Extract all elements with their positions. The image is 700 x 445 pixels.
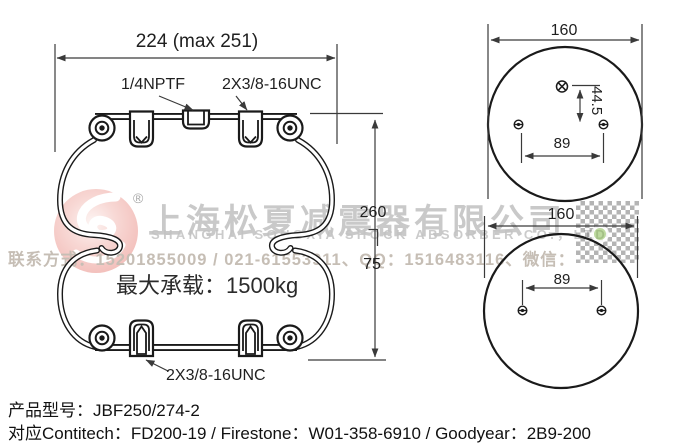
registered-mark: ® (133, 190, 144, 206)
upper-view-diameter-label: 160 (550, 22, 578, 39)
upper-view-offset-label: 44.5 (588, 86, 605, 116)
bellows-outline (56, 137, 336, 350)
upper-view-outline (486, 45, 644, 203)
watermark-company-cn: 上海松夏减震器有限公司 (148, 203, 566, 241)
bead-curls (88, 114, 304, 352)
top-bolts-leader (235, 95, 248, 111)
bottom-bolts-leader (145, 359, 169, 372)
bead-curl-bottom-left (88, 324, 116, 352)
product-crossref-line: 对应Contitech：FD200-19 / Firestone：W01-358… (8, 424, 592, 443)
product-model-line: 产品型号：JBF250/274-2 (8, 401, 200, 420)
upper-top-view (486, 24, 644, 203)
height-dimension-label: 260 (359, 204, 387, 221)
upper-view-bolt-holes (513, 119, 609, 130)
wechat-qr-code (576, 201, 639, 263)
air-inlet-symbol (555, 80, 569, 93)
qr-center-dot (594, 228, 606, 240)
bead-curl-bottom-right (276, 324, 304, 352)
lower-view-diameter-label: 160 (547, 206, 575, 223)
lower-view-spacing-label: 89 (553, 271, 571, 288)
dimension-lines (54, 44, 386, 372)
secondary-height-label: 75 (363, 256, 381, 273)
lower-top-view (482, 216, 640, 390)
bottom-bolts-label: 2X3/8-16UNC (166, 367, 266, 384)
height-dim-bracket (368, 228, 379, 246)
bead-curl-top-left (88, 114, 116, 142)
max-load-label: 最大承载：1500kg (116, 273, 299, 298)
port-thread-label: 1/4NPTF (121, 76, 186, 93)
lower-view-outline (482, 232, 640, 390)
watermark-contact: 联系方式：15201855009 / 021-61553911、QQ：15164… (8, 251, 576, 269)
top-bolts-label: 2X3/8-16UNC (222, 76, 322, 93)
port-leader (158, 95, 194, 111)
width-dimension-label: 224 (max 251) (135, 31, 259, 52)
bottom-mounting-studs (128, 319, 264, 358)
top-blind-nuts (128, 110, 264, 148)
bead-curl-top-right (276, 114, 304, 142)
air-port-boss (181, 109, 211, 130)
lower-view-bolt-holes (517, 305, 607, 316)
upper-view-spacing-label: 89 (553, 135, 571, 152)
